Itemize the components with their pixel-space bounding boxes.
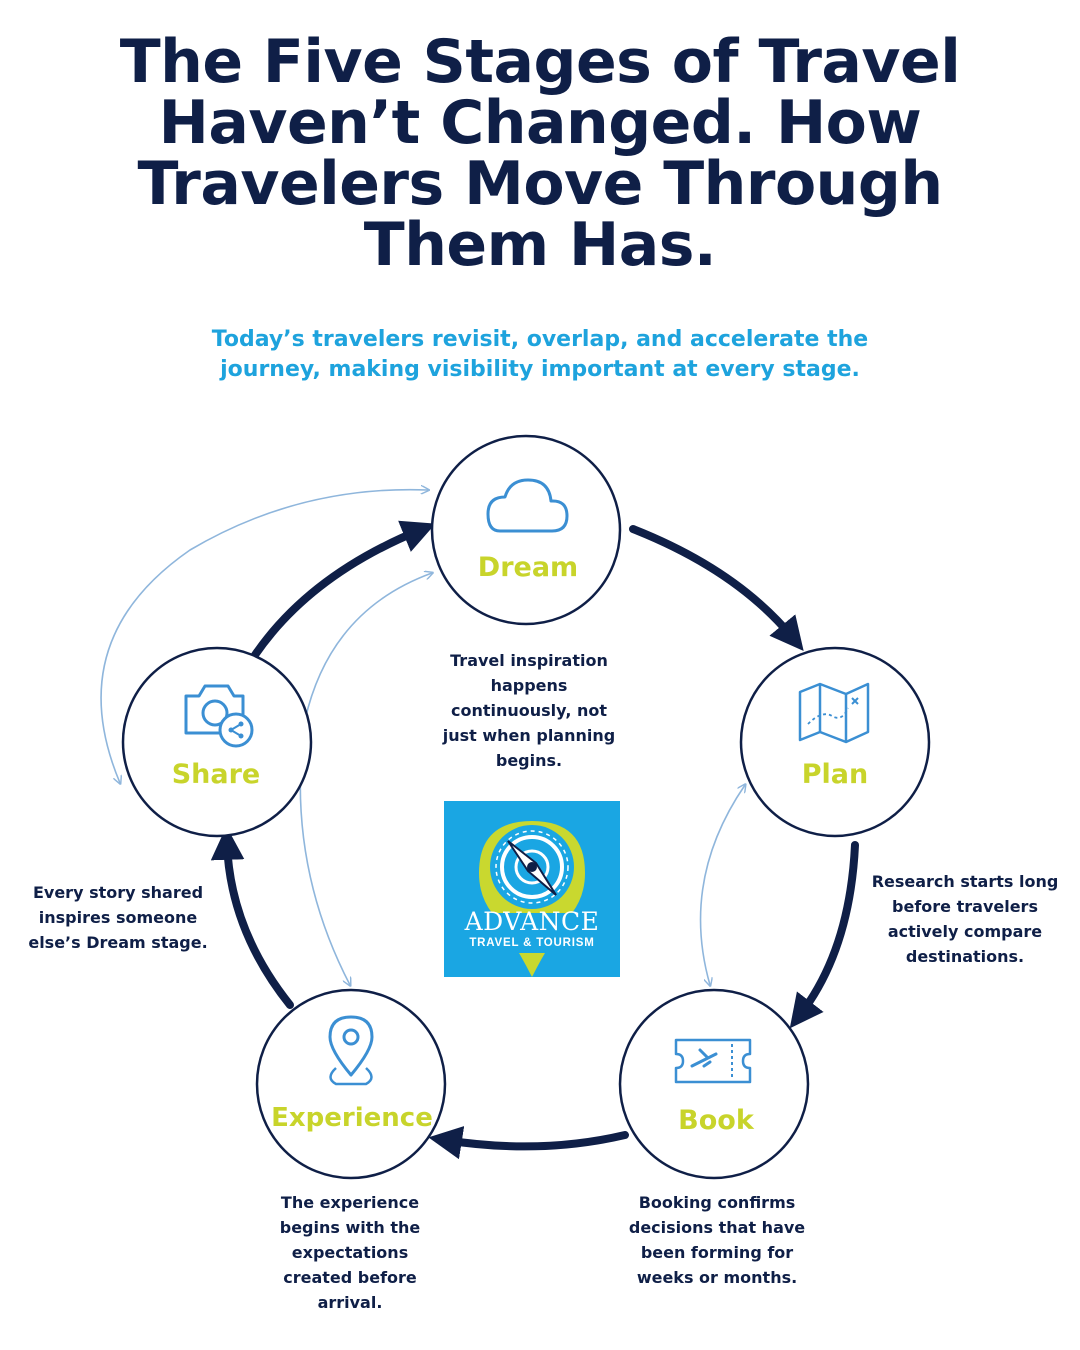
plan-description: Research starts long before travelers ac… <box>871 872 1059 966</box>
arrow-share-to-dream <box>251 520 436 659</box>
thin-arrow-share-dream <box>100 490 428 783</box>
arrow-plan-to-book <box>789 841 859 1029</box>
experience-description: The experience begins with the expectati… <box>279 1193 421 1312</box>
stage-label-share: Share <box>171 759 261 790</box>
share-description: Every story shared inspires someone else… <box>28 883 208 952</box>
stage-label-dream: Dream <box>477 552 579 583</box>
thin-arrow-plan-book <box>699 785 745 985</box>
cloud-icon <box>486 478 569 533</box>
arrow-experience-to-share <box>210 826 294 1009</box>
logo-band <box>444 913 620 953</box>
camera-share-icon <box>184 684 254 748</box>
stage-label-plan: Plan <box>801 759 869 790</box>
map-icon <box>798 682 870 744</box>
stage-circle-book <box>618 988 810 1180</box>
logo-wordmark: ADVANCE <box>464 907 600 936</box>
advance-logo: ADVANCE TRAVEL & TOURISM <box>444 801 620 977</box>
stage-circle-plan <box>739 646 931 838</box>
dream-description: Travel inspiration happens continuously,… <box>442 651 616 770</box>
logo-subtitle: TRAVEL & TOURISM <box>469 937 595 949</box>
book-description: Booking confirms decisions that have bee… <box>628 1193 806 1287</box>
page-subtitle: Today’s travelers revisit, overlap, and … <box>211 327 869 382</box>
location-pin-icon <box>328 1015 374 1086</box>
arrow-book-to-experience <box>428 1126 629 1160</box>
arrow-dream-to-plan <box>629 525 804 651</box>
stage-circle-share <box>121 646 313 838</box>
thin-arrow-experience-dream <box>299 573 432 985</box>
stage-label-experience: Experience <box>271 1103 433 1133</box>
stage-label-book: Book <box>678 1105 754 1136</box>
page-title: The Five Stages of Travel Haven’t Change… <box>119 27 961 280</box>
compass-pin-icon <box>479 821 585 977</box>
ticket-icon <box>674 1038 752 1084</box>
